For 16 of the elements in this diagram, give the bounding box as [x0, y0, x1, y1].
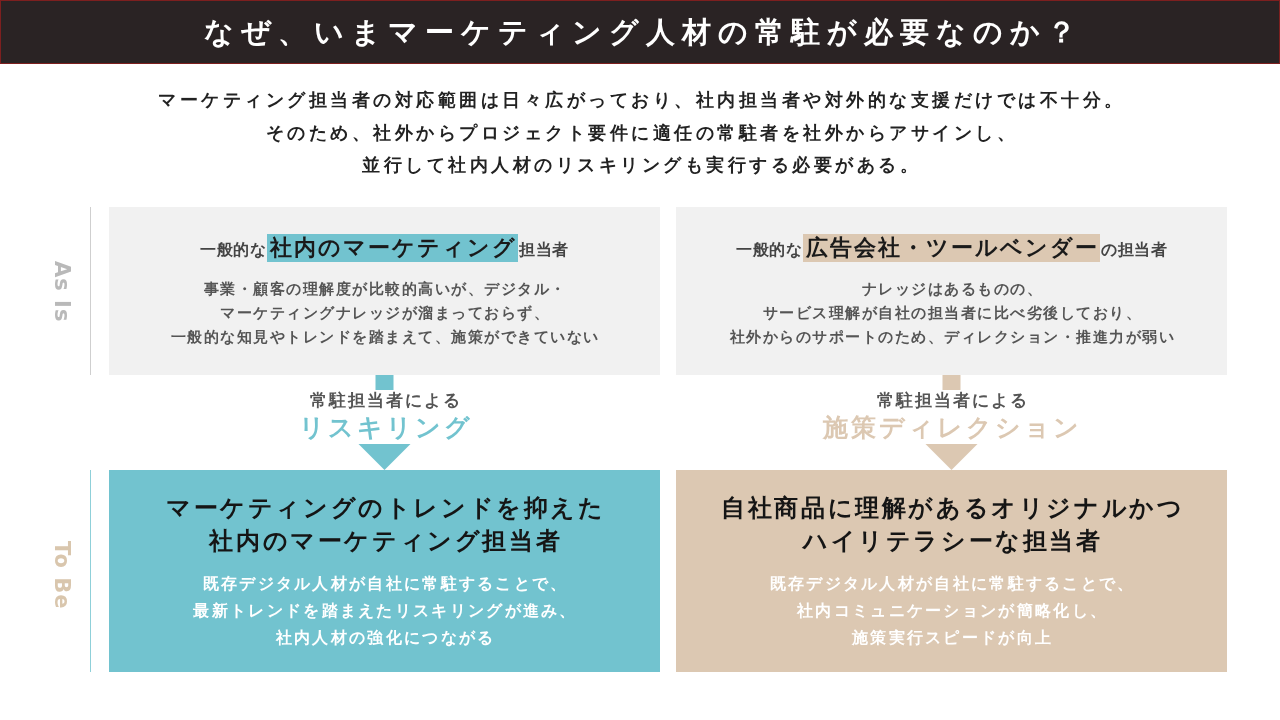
card — [109, 207, 660, 375]
card — [109, 470, 660, 672]
card — [676, 207, 1227, 375]
card-text: ナレッジはあるものの、サービス理解が自社の担当者に比べ劣後しており、社外からのサポートのため、ディレクション・推進力が弱い — [728, 279, 1176, 347]
card-text: 既存デジタル人材が自社に常駐することで、最新トレンドを踏まえたリスキリングが進み、社内人材の強化につながる — [192, 572, 579, 649]
card-heading: 自社商品に理解があるオリジナルかつハイリテラシーな担当者 — [720, 492, 1186, 557]
card-heading: 一般的な広告会社・ツールベンダーの担当者 — [735, 233, 1168, 264]
title-banner: なぜ、いまマーケティング人材の常駐が必要なのか？ — [0, 0, 1280, 64]
intro-text: マーケティング担当者の対応範囲は日々広がっており、社内担当者や対外的な支援だけでは不十分。そのため、社外からプロジェクト要件に適任の常駐者を社外からアサインし、並行して社内人材のリスキリングも実行する必要がある。 — [157, 89, 1127, 177]
card-heading: 一般的な社内のマーケティング担当者 — [199, 233, 570, 264]
card-text: 既存デジタル人材が自社に常駐することで、社内コミュニケーションが簡略化し、施策実行スピードが向上 — [768, 572, 1137, 649]
card — [676, 470, 1227, 672]
card-text: 事業・顧客の理解度が比較的高いが、デジタル・マーケティングナレッジが溜まっておらず、一般的な知見やトレンドを踏まえて、施策ができていない — [169, 279, 601, 347]
section-label: As Is — [50, 261, 74, 323]
card-heading: マーケティングのトレンドを抑えた社内のマーケティング担当者 — [165, 492, 607, 557]
section-label: To Be — [50, 541, 74, 610]
